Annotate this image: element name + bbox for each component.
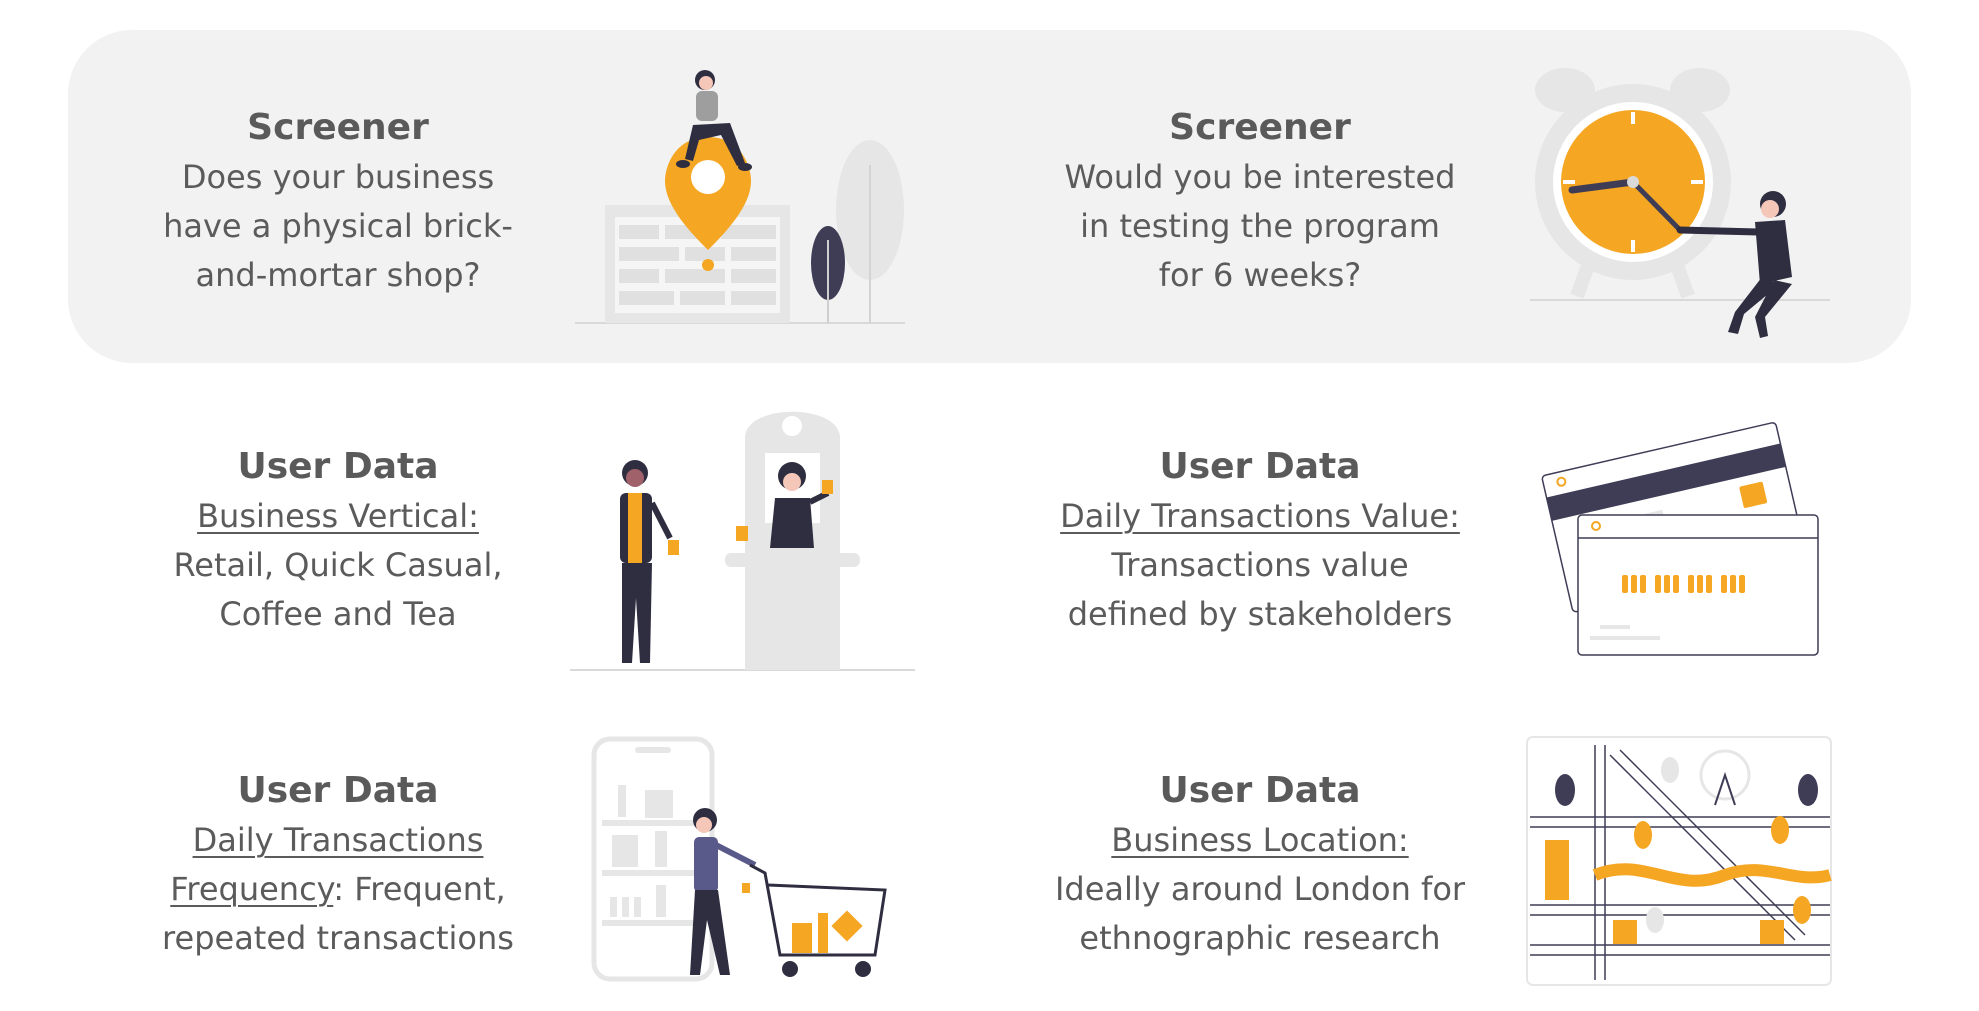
card-line: for 6 weeks?: [1158, 256, 1362, 294]
shop-location-pin-illustration: [575, 70, 905, 324]
alarm-clock-illustration: [1530, 68, 1830, 338]
card-line: and-mortar shop?: [195, 256, 481, 294]
card-field-text: : Frequent,: [333, 870, 506, 908]
card-line: Ideally around London for: [1054, 870, 1466, 908]
user-data-card-vertical: User Data Business Vertical: Retail, Qui…: [78, 442, 598, 639]
user-data-card-location: User Data Business Location: Ideally aro…: [1000, 766, 1520, 963]
screener-card-shop: Screener Does your business have a physi…: [78, 103, 598, 300]
user-data-card-frequency: User Data Daily Transactions Frequency: …: [78, 766, 598, 963]
card-field-label: Business Vertical:: [197, 497, 479, 535]
card-heading: Screener: [247, 107, 429, 148]
card-field-label: Business Location:: [1111, 821, 1409, 859]
credit-cards-illustration: [1541, 422, 1819, 656]
card-heading: Screener: [1169, 107, 1351, 148]
card-field-label: Daily Transactions Value:: [1060, 497, 1460, 535]
card-line: in testing the program: [1080, 207, 1440, 245]
card-line: Coffee and Tea: [219, 595, 457, 633]
card-line-mixed: Frequency: Frequent,: [78, 865, 598, 914]
shopping-cart-illustration: [591, 736, 887, 982]
card-heading: User Data: [1159, 770, 1361, 811]
card-field-label: Frequency: [170, 870, 334, 908]
card-line: repeated transactions: [162, 919, 514, 957]
card-line: have a physical brick-: [163, 207, 513, 245]
card-heading: User Data: [237, 770, 439, 811]
coffee-shop-illustration: [570, 411, 915, 671]
card-field-label: Daily Transactions: [192, 821, 484, 859]
screener-card-program: Screener Would you be interested in test…: [1000, 103, 1520, 300]
card-line: Does your business: [181, 158, 495, 196]
city-map-illustration: [1526, 736, 1832, 986]
card-line: defined by stakeholders: [1067, 595, 1453, 633]
user-data-card-value: User Data Daily Transactions Value: Tran…: [1000, 442, 1520, 639]
card-line: Retail, Quick Casual,: [173, 546, 503, 584]
card-line: ethnographic research: [1079, 919, 1441, 957]
card-line: Transactions value: [1111, 546, 1409, 584]
card-heading: User Data: [1159, 446, 1361, 487]
card-line: Would you be interested: [1064, 158, 1456, 196]
card-heading: User Data: [237, 446, 439, 487]
